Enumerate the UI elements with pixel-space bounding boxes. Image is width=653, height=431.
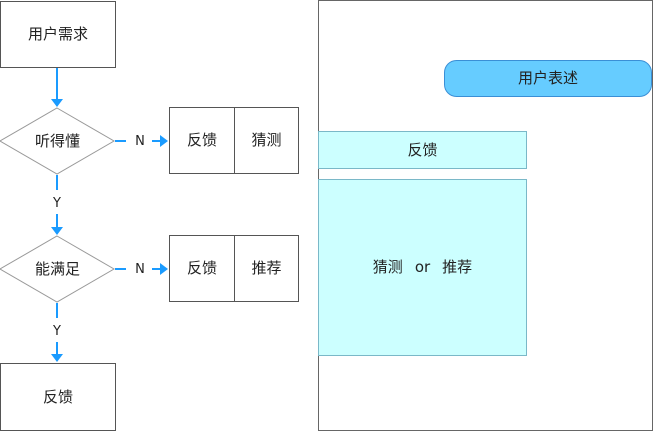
arrow-decision1-to-decision2 <box>51 175 63 235</box>
arrow-no-row2 <box>115 263 168 275</box>
decision-understand-diamond <box>0 107 115 175</box>
row1-feedback-label: 反馈 <box>186 131 217 149</box>
row1-guess-box <box>234 107 299 174</box>
content-guess-word: 猜测 <box>372 258 403 276</box>
feedback-panel-label: 反馈 <box>407 140 438 159</box>
arrow-decision2-to-end <box>51 303 63 362</box>
content-or-word: or <box>414 258 431 276</box>
row2-recommend-label: 推荐 <box>251 259 282 277</box>
user-statement-bubble <box>444 60 652 97</box>
start-label: 用户需求 <box>27 25 88 43</box>
feedback-panel <box>318 131 527 169</box>
arrow-no-row1 <box>115 135 168 147</box>
row2-feedback-box <box>169 235 235 302</box>
end-label: 反馈 <box>42 387 73 406</box>
yes-label-2: Y <box>53 323 61 339</box>
row2-recommend-box <box>234 235 299 302</box>
no-label-row1: N <box>135 133 145 149</box>
no-label-row2: N <box>135 261 145 277</box>
user-statement-label: 用户表述 <box>517 69 578 87</box>
decision-satisfy-label: 能满足 <box>34 259 80 278</box>
yes-label-1: Y <box>53 195 61 211</box>
decision-satisfy-diamond <box>0 235 115 303</box>
decision-understand-label: 听得懂 <box>34 131 80 150</box>
arrow-start-to-decision1 <box>51 68 63 107</box>
content-recommend-word: 推荐 <box>442 258 473 276</box>
end-box <box>0 363 116 431</box>
row1-guess-label: 猜测 <box>251 131 282 149</box>
row2-feedback-label: 反馈 <box>186 259 217 277</box>
start-box <box>0 1 116 68</box>
content-panel <box>318 179 527 356</box>
content-panel-text: 猜测 or 推荐 <box>318 179 527 356</box>
